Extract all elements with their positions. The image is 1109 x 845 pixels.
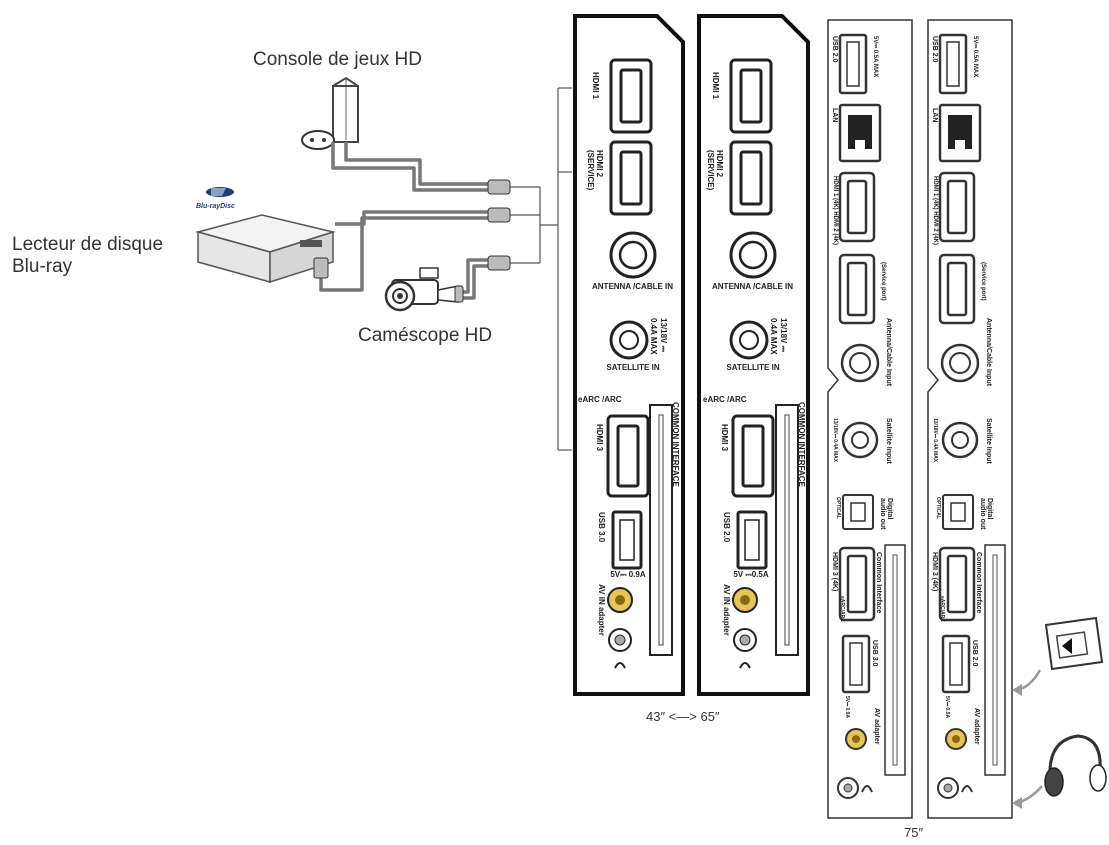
p2-satellite-rating: 13/18V ⎓ 0.4A MAX bbox=[769, 318, 788, 355]
connector-lines bbox=[510, 87, 572, 451]
bluray-logo-icon bbox=[206, 187, 234, 197]
p4-optical-small: OPTICAL bbox=[935, 497, 941, 519]
bluray-player-icon bbox=[195, 214, 336, 284]
p2-hdmi1-label: HDMI 1 bbox=[711, 72, 720, 100]
p1-hdmi3-label: HDMI 3 bbox=[595, 424, 604, 452]
p3-hdmi3-small: eARC/ARC bbox=[839, 596, 845, 622]
p1-usb-rating: 5V⎓ 0.9A bbox=[610, 570, 646, 579]
p3-satellite-rating: 13/18V⎓ 0.4A MAX bbox=[832, 418, 838, 463]
p3-usb-bottom-rating: 5V⎓ 0.9A bbox=[844, 696, 850, 719]
p2-common-interface-label: COMMON INTERFACE bbox=[797, 402, 806, 487]
p3-service-label: (Service port) bbox=[880, 262, 886, 301]
p3-optical-small: OPTICAL bbox=[835, 497, 841, 519]
p4-av-label: AV adapter bbox=[973, 708, 980, 745]
p4-hdmi-pair-label: HDMI 1 (4K) HDMI 2 (4K) bbox=[932, 176, 938, 246]
game-console-icon bbox=[301, 76, 359, 150]
headphones-icon bbox=[1044, 734, 1107, 797]
p1-antenna-label: ANTENNA /CABLE IN bbox=[592, 282, 674, 291]
p4-hdmi3-small: eARC/ARC bbox=[939, 596, 945, 622]
p3-usb-top-rating: 5V⎓ 0.5A MAX bbox=[872, 36, 878, 78]
p2-hdmi3-label: HDMI 3 bbox=[720, 424, 729, 452]
p3-hdmi3-label: HDMI 3 (4K) bbox=[831, 552, 838, 592]
p4-usb-top-rating: 5V⎓ 0.5A MAX bbox=[972, 36, 978, 78]
p1-av-in-label: AV IN adapter bbox=[597, 584, 606, 636]
p4-antenna-label: Antenna/Cable Input bbox=[985, 318, 992, 387]
p4-satellite-rating: 13/18V⎓ 0.4A MAX bbox=[932, 418, 938, 463]
panel-75-b bbox=[927, 19, 1013, 819]
p4-usb-bottom-rating: 5V⎓ 0.5A bbox=[944, 696, 950, 719]
p4-service-label: (Service port) bbox=[980, 262, 986, 301]
p1-earc-label: eARC /ARC bbox=[578, 395, 622, 404]
p2-satellite-label: SATELLITE IN bbox=[726, 363, 780, 372]
rca-plugs bbox=[313, 179, 511, 303]
p1-hdmi1-label: HDMI 1 bbox=[591, 72, 600, 100]
p3-hdmi-pair-label: HDMI 1 (4K) HDMI 2 (4K) bbox=[832, 176, 838, 246]
p1-hdmi2-label: HDMI 2 (SERVICE) bbox=[586, 150, 604, 191]
p3-usb-bottom-label: USB 3.0 bbox=[871, 640, 878, 667]
p2-usb-label: USB 2.0 bbox=[722, 512, 731, 543]
p3-common-interface-label: Common Interface bbox=[875, 552, 882, 614]
size-label-75: 75″ bbox=[904, 825, 924, 840]
p3-antenna-label: Antenna/Cable Input bbox=[885, 318, 892, 387]
arrow-to-headphone-jack-icon bbox=[1012, 785, 1043, 809]
p4-hdmi3-label: HDMI 3 (4K) bbox=[931, 552, 938, 592]
p2-hdmi2-label: HDMI 2 (SERVICE) bbox=[706, 150, 724, 191]
p4-common-interface-label: Common Interface bbox=[975, 552, 982, 614]
panel-75-a bbox=[827, 19, 913, 819]
panel-43-65-b bbox=[697, 14, 810, 696]
p3-usb-top-label: USB 2.0 bbox=[831, 36, 838, 63]
p1-satellite-rating: 13/18V ⎓ 0.4A MAX bbox=[649, 318, 668, 355]
ci-card-icon bbox=[1044, 616, 1104, 671]
camcorder-icon bbox=[384, 267, 459, 312]
p3-optical-label: Digital audio out bbox=[879, 498, 893, 530]
p4-satellite-label: Satellite Input bbox=[985, 418, 992, 464]
p3-satellite-label: Satellite Input bbox=[885, 418, 892, 464]
p2-earc-label: eARC /ARC bbox=[703, 395, 747, 404]
p1-usb-label: USB 3.0 bbox=[597, 512, 606, 543]
cables bbox=[319, 142, 492, 300]
p4-lan-label: LAN bbox=[931, 108, 938, 123]
p4-usb-top-label: USB 2.0 bbox=[931, 36, 938, 63]
p3-av-label: AV adapter bbox=[873, 708, 880, 745]
p4-optical-label: Digital audio out bbox=[979, 498, 993, 530]
p1-common-interface-label: COMMON INTERFACE bbox=[671, 402, 680, 487]
p2-antenna-label: ANTENNA /CABLE IN bbox=[712, 282, 794, 291]
size-label-43-65: 43″ <—> 65″ bbox=[646, 709, 720, 724]
p2-av-in-label: AV IN adapter bbox=[722, 584, 731, 636]
bluray-player-label-line1: Lecteur de disque bbox=[12, 234, 164, 255]
bluray-logo-text: Blu-rayDisc bbox=[196, 203, 235, 210]
bluray-player-label-line2: Blu-ray bbox=[12, 256, 73, 277]
p2-usb-rating: 5V ⎓0.5A bbox=[733, 570, 769, 579]
arrow-to-ci-slot-icon bbox=[1012, 669, 1042, 696]
p1-satellite-label: SATELLITE IN bbox=[606, 363, 660, 372]
game-console-label: Console de jeux HD bbox=[253, 49, 422, 70]
p4-usb-bottom-label: USB 2.0 bbox=[971, 640, 978, 667]
p3-lan-label: LAN bbox=[831, 108, 838, 123]
camcorder-label: Caméscope HD bbox=[358, 325, 493, 346]
panel-43-65-a bbox=[573, 14, 685, 696]
